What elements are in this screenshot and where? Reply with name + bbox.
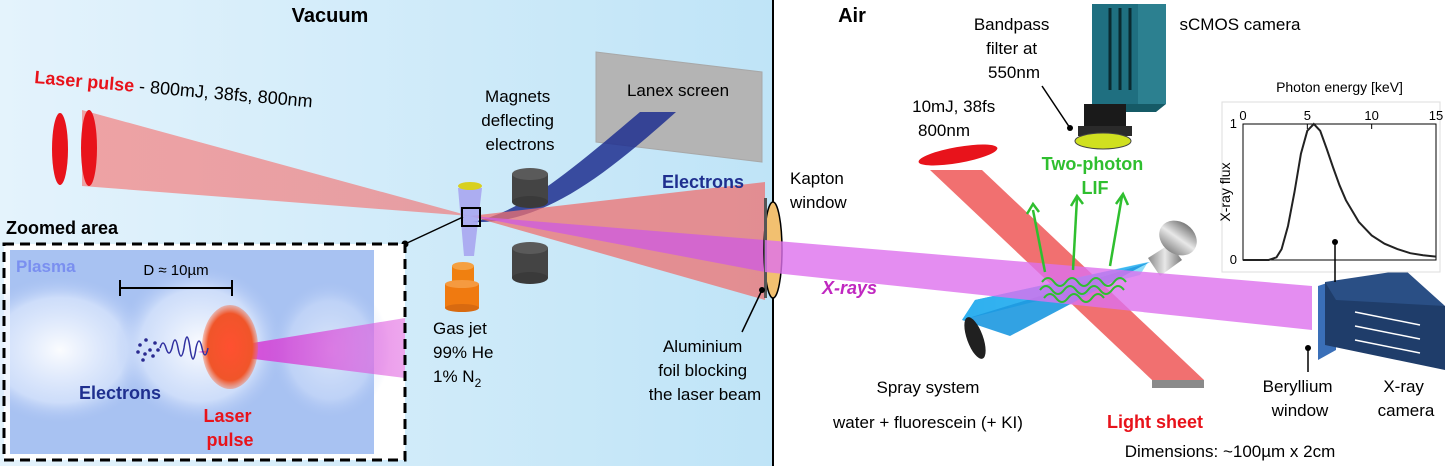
zoom-connector bbox=[404, 216, 464, 245]
plasma-label: Plasma bbox=[16, 257, 76, 276]
spectrum-inset-frame bbox=[1221, 101, 1441, 273]
gas-plume bbox=[458, 188, 482, 256]
laser-pulse-ellipse-1 bbox=[52, 113, 68, 185]
chart-xlabel: Photon energy [keV] bbox=[1276, 79, 1403, 95]
bandpass-filter bbox=[1074, 132, 1132, 150]
chart-y-tick-label: 1 bbox=[1230, 116, 1237, 131]
chart-x-tick-label: 0 bbox=[1239, 108, 1246, 123]
foil-label: Aluminium foil blocking the laser beam bbox=[649, 337, 761, 404]
fluid-label: water + fluorescein (+ KI) bbox=[832, 413, 1023, 432]
bandpass-pointer bbox=[1041, 85, 1071, 129]
small-laser-pulse bbox=[918, 144, 998, 166]
zoomed-area-label: Zoomed area bbox=[6, 218, 119, 238]
main-laser-beam bbox=[82, 110, 470, 216]
dimensions-label: Dimensions: ~100µm x 2cm bbox=[1125, 442, 1336, 461]
chart-plot-area bbox=[1242, 123, 1437, 261]
kapton-label: Kapton window bbox=[789, 169, 849, 212]
foil-pointer bbox=[741, 289, 763, 333]
spray-nozzle bbox=[1148, 220, 1197, 276]
chart-y-tick-label: 0 bbox=[1230, 252, 1237, 267]
light-sheet-label: Light sheet bbox=[1107, 412, 1203, 432]
bandpass-label: Bandpass filter at 550nm bbox=[974, 15, 1054, 82]
chart-x-tick-label: 5 bbox=[1304, 108, 1311, 123]
beryllium-label: Beryllium window bbox=[1263, 377, 1338, 420]
gas-jet-label: Gas jet 99% He 1% N2 bbox=[433, 319, 498, 390]
air-label: Air bbox=[838, 5, 866, 27]
magnet-top bbox=[512, 168, 548, 208]
electron-dots bbox=[136, 338, 160, 362]
gas-jet-nozzle bbox=[445, 262, 479, 312]
laser-pulse-ellipse-2 bbox=[81, 110, 97, 186]
electron-beam bbox=[472, 112, 676, 223]
gas-jet-top bbox=[458, 182, 482, 190]
zoom-laser-label: Laser pulse bbox=[203, 406, 256, 450]
xray-camera-label: X-ray camera bbox=[1378, 377, 1435, 420]
zoom-electrons-label: Electrons bbox=[79, 383, 161, 403]
spray-label: Spray system bbox=[877, 378, 980, 397]
xray-beam-air bbox=[765, 240, 1312, 330]
chart-ylabel: X-ray flux bbox=[1217, 162, 1233, 221]
zoomed-area-panel bbox=[0, 242, 407, 462]
lif-label: Two-photon LIF bbox=[1042, 154, 1149, 198]
chart-x-tick-label: 15 bbox=[1429, 108, 1443, 123]
diameter-label: D ≈ 10µm bbox=[143, 262, 208, 279]
electrons-beam-label: Electrons bbox=[662, 172, 744, 192]
zoom-laser-pulse bbox=[202, 305, 258, 389]
xrays-label: X-rays bbox=[821, 278, 877, 298]
chart-x-tick-label: 10 bbox=[1364, 108, 1378, 123]
scmos-camera bbox=[1074, 4, 1166, 150]
scmos-label: sCMOS camera bbox=[1180, 15, 1301, 34]
small-laser-label: 10mJ, 38fs 800nm bbox=[912, 97, 1000, 140]
vacuum-label: Vacuum bbox=[292, 5, 369, 27]
xray-camera bbox=[1318, 270, 1445, 370]
magnets-label: Magnets deflecting electrons bbox=[481, 87, 559, 154]
magnet-bottom bbox=[512, 242, 548, 284]
diameter-bar bbox=[119, 280, 233, 296]
lif-emission-arrows bbox=[1025, 191, 1130, 303]
zoom-laser-beam bbox=[198, 318, 405, 378]
chart-series-line bbox=[1243, 122, 1437, 261]
electron-wake-wave bbox=[159, 336, 209, 360]
lanex-label: Lanex screen bbox=[627, 81, 729, 100]
xray-beam bbox=[470, 216, 765, 272]
